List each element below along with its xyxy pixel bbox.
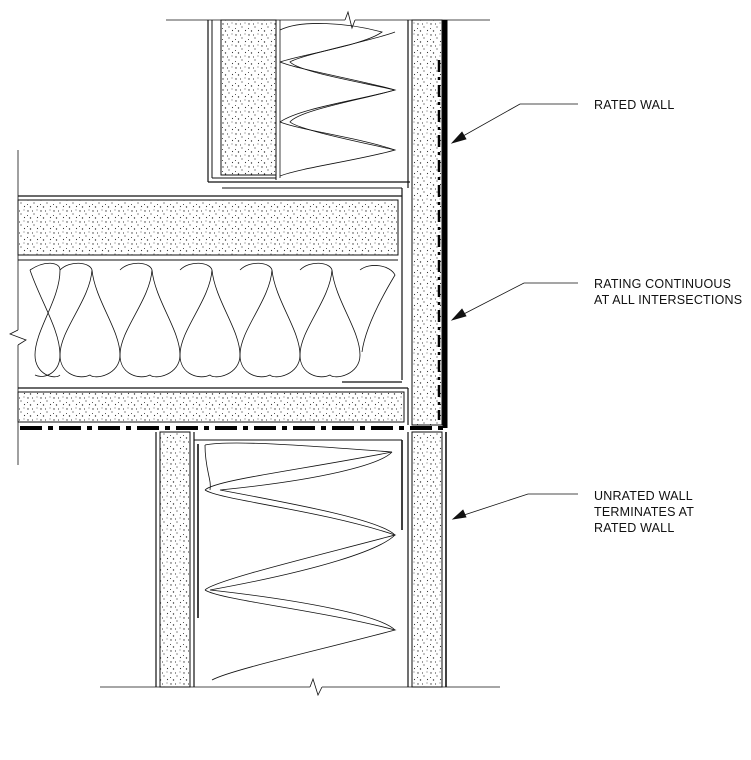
upper-wall-insulation <box>279 23 397 177</box>
callout-unrated-wall: UNRATED WALL TERMINATES AT RATED WALL <box>594 488 694 536</box>
callout-line: RATED WALL <box>594 521 675 535</box>
horizontal-wall <box>9 150 409 465</box>
upper-wall-gypsum <box>220 19 277 176</box>
callout-line: RATED WALL <box>594 98 675 112</box>
rated-wall-gypsum <box>411 19 443 426</box>
leader-rating-continuous <box>450 282 578 321</box>
callout-rating-continuous: RATING CONTINUOUS AT ALL INTERSECTIONS <box>594 276 742 308</box>
horizontal-wall-bottom-gypsum <box>17 391 405 423</box>
lower-wall-insulation <box>204 442 397 681</box>
lower-wall-gypsum <box>159 431 191 688</box>
callout-line: TERMINATES AT <box>594 505 695 519</box>
rated-wall <box>407 19 448 688</box>
horizontal-wall-top-gypsum <box>17 199 399 256</box>
leader-unrated-wall <box>451 493 578 520</box>
horizontal-wall-insulation <box>29 262 396 378</box>
leader-rated-wall <box>450 103 578 144</box>
rated-wall-gypsum-lower <box>411 431 443 688</box>
upper-wall <box>166 10 490 183</box>
lower-wall <box>100 431 500 697</box>
callout-line: AT ALL INTERSECTIONS <box>594 293 743 307</box>
callout-line: UNRATED WALL <box>594 489 693 503</box>
callout-rated-wall: RATED WALL <box>594 97 675 113</box>
callout-line: RATING CONTINUOUS <box>594 277 732 291</box>
